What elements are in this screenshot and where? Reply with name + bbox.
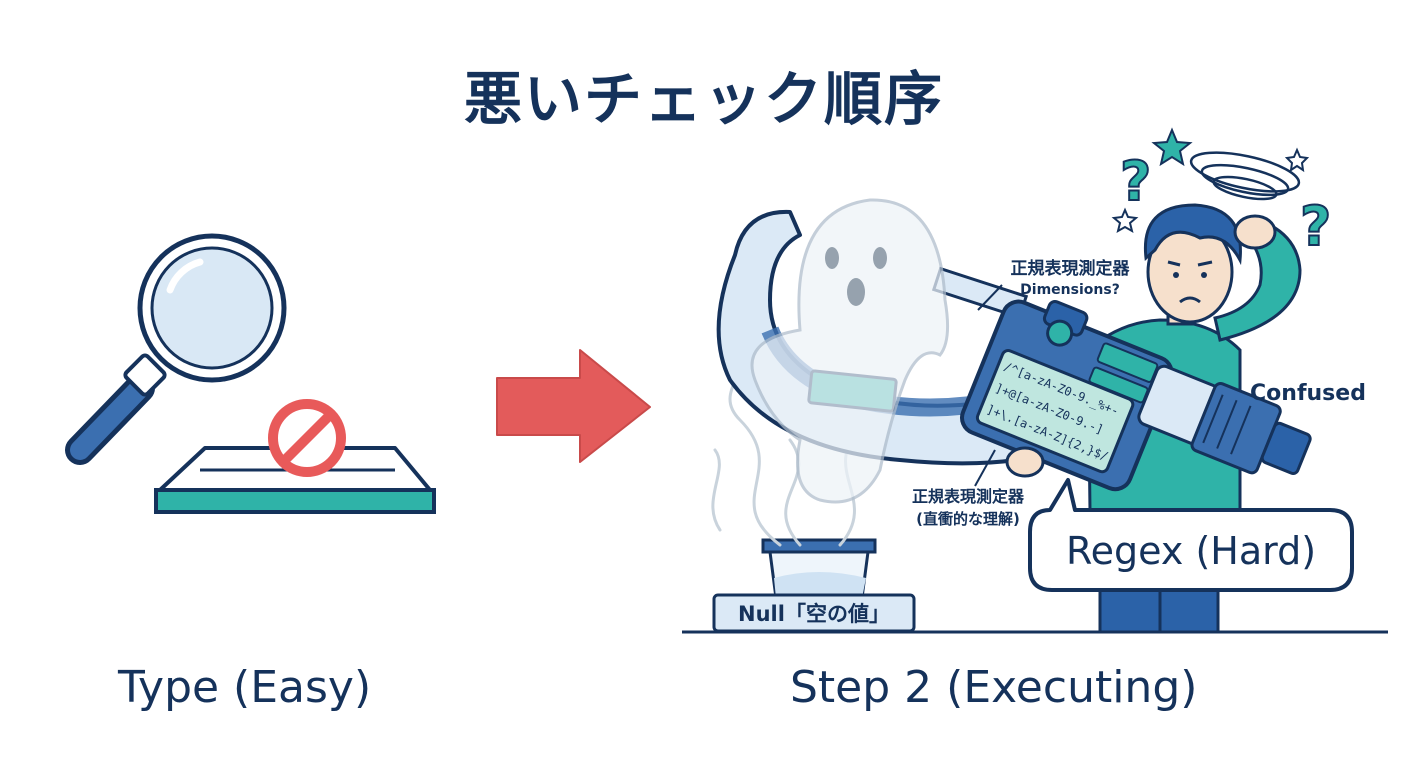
regex-speech-bubble: Regex (Hard): [1028, 478, 1354, 592]
left-caption: Type (Easy): [118, 662, 372, 713]
regex-bubble-label: Regex (Hard): [1066, 529, 1316, 573]
prohibited-icon: [268, 399, 346, 477]
gauge-label-top: 正規表現測定器: [1011, 258, 1131, 279]
magnifier-icon: [65, 233, 287, 465]
empty-container: [761, 538, 877, 600]
null-label: Null「空の値」: [738, 602, 890, 626]
star-icon: [1111, 127, 1310, 234]
type-check-illustration: [65, 233, 436, 514]
gauge-label-bottom-sub: (直衝的な理解): [916, 510, 1020, 528]
svg-text:?: ?: [1300, 195, 1331, 258]
dizzy-swirl: [1189, 151, 1301, 201]
question-mark-icon: ? ?: [1119, 149, 1332, 259]
page-title: 悪いチェック順序: [463, 65, 944, 133]
annotation-lines: [974, 284, 1003, 487]
gauge-label-top-sub: Dimensions?: [1020, 282, 1120, 298]
ghost-icon: [750, 198, 950, 504]
svg-text:?: ?: [1120, 150, 1151, 213]
right-caption: Step 2 (Executing): [790, 662, 1198, 713]
arrow-right-icon: [496, 349, 651, 463]
gauge-label-bottom: 正規表現測定器: [912, 487, 1025, 506]
null-label-box: Null「空の値」: [712, 593, 916, 633]
confused-label: Confused: [1250, 381, 1366, 406]
